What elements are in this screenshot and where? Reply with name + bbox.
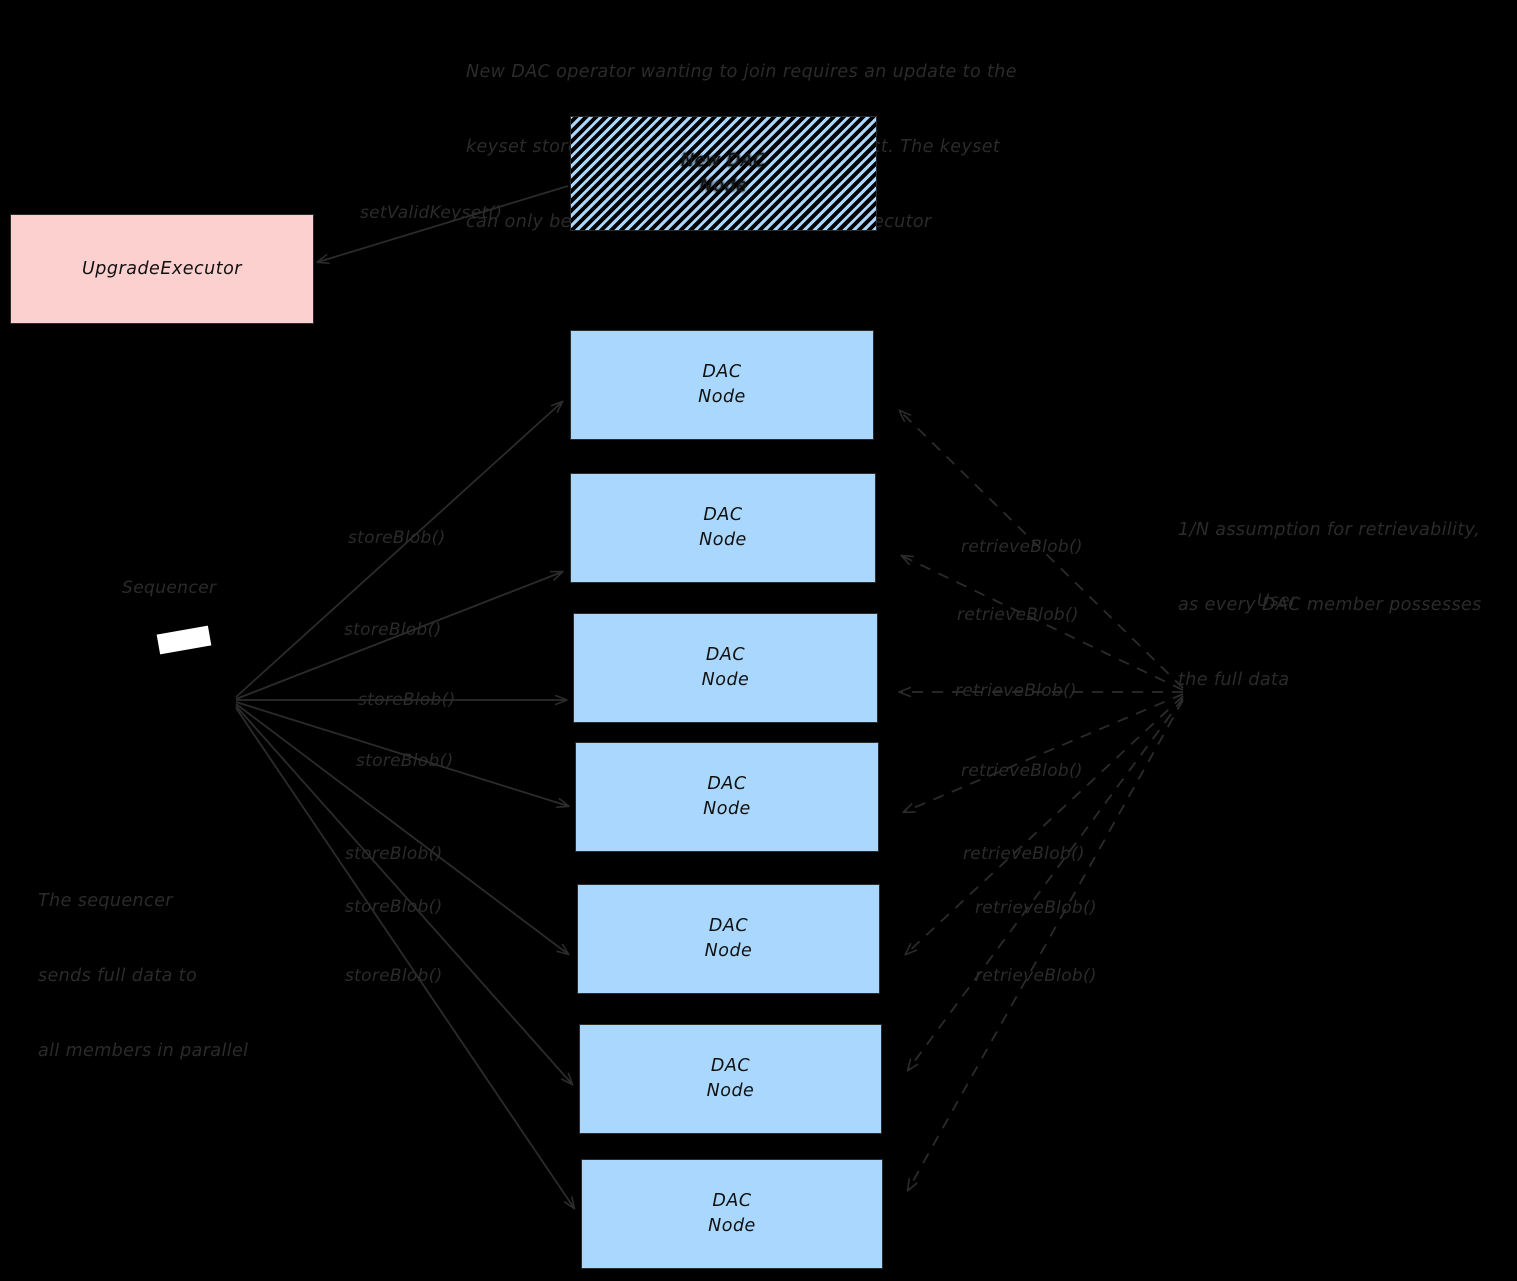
dac-node-4-line1: DAC	[707, 774, 747, 794]
dac-node-box-6[interactable]: DAC Node	[579, 1024, 882, 1134]
new-dac-node-label-line1: New DAC	[681, 150, 766, 171]
edge-label-retrieve-blob-2: retrieveBlob()	[957, 605, 1079, 625]
edge-label-retrieve-blob-6: retrieveBlob()	[975, 898, 1097, 918]
annotation-sequencer-line-2: sends full data to	[38, 966, 198, 986]
edge-label-retrieve-blob-5: retrieveBlob()	[963, 844, 1085, 864]
dac-node-3-line2: Node	[701, 670, 750, 690]
dac-node-7-line2: Node	[708, 1216, 756, 1236]
dac-node-1-line1: DAC	[702, 362, 742, 382]
dac-node-1-line2: Node	[698, 387, 746, 407]
annotation-retrievability-line-3: the full data	[1178, 670, 1290, 690]
edge-label-retrieve-blob-4: retrieveBlob()	[961, 761, 1083, 781]
dac-node-6-line1: DAC	[710, 1056, 751, 1076]
edge-label-store-blob-7: storeBlob()	[345, 966, 443, 986]
dac-node-2-line1: DAC	[703, 505, 743, 525]
annotation-retrievability-line-2: as every DAC member possesses	[1178, 595, 1482, 615]
sequencer-icon	[156, 625, 212, 655]
dac-node-box-3[interactable]: DAC Node	[573, 613, 878, 723]
edge-label-store-blob-4: storeBlob()	[356, 751, 454, 771]
edge-label-store-blob-2: storeBlob()	[344, 620, 442, 640]
dac-node-6-line2: Node	[706, 1081, 755, 1101]
dac-node-box-4[interactable]: DAC Node	[575, 742, 879, 852]
annotation-retrievability-line-1: 1/N assumption for retrievability,	[1178, 520, 1481, 540]
annotation-sequencer-line-3: all members in parallel	[38, 1041, 249, 1061]
edge-group-retrieve-blob	[900, 411, 1184, 1190]
new-dac-node-box[interactable]: New DAC Node	[570, 116, 877, 231]
new-dac-node-label-line2: Node	[699, 175, 748, 196]
dac-node-2-line2: Node	[699, 530, 747, 550]
edge-label-set-valid-keyset: setValidKeyset()	[360, 203, 503, 223]
dac-node-5-line2: Node	[704, 941, 753, 961]
dac-node-box-7[interactable]: DAC Node	[581, 1159, 883, 1269]
dac-node-3-line1: DAC	[705, 645, 746, 665]
sequencer-label: Sequencer	[122, 578, 217, 598]
dac-node-box-1[interactable]: DAC Node	[570, 330, 874, 440]
annotation-sequencer-note: The sequencer sends full data to all mem…	[38, 839, 298, 1114]
dac-node-box-5[interactable]: DAC Node	[577, 884, 880, 994]
annotation-sequencer-line-1: The sequencer	[38, 891, 173, 911]
dac-node-box-2[interactable]: DAC Node	[570, 473, 876, 583]
edge-label-retrieve-blob-1: retrieveBlob()	[961, 537, 1083, 557]
dac-node-5-line1: DAC	[708, 916, 749, 936]
edge-label-store-blob-6: storeBlob()	[345, 897, 443, 917]
annotation-retrievability-note: 1/N assumption for retrievability, as ev…	[1178, 468, 1508, 743]
dac-node-7-line1: DAC	[712, 1191, 752, 1211]
edge-label-retrieve-blob-7: retrieveBlob()	[975, 966, 1097, 986]
dac-node-4-line2: Node	[703, 799, 751, 819]
upgrade-executor-label: UpgradeExecutor	[82, 259, 242, 279]
upgrade-executor-box[interactable]: UpgradeExecutor	[10, 214, 314, 324]
annotation-keyset-line-1: New DAC operator wanting to join require…	[466, 62, 1017, 82]
edge-label-store-blob-5: storeBlob()	[345, 844, 443, 864]
user-label: User	[1257, 591, 1298, 611]
edge-label-retrieve-blob-3: retrieveBlob()	[955, 681, 1077, 701]
edge-label-store-blob-3: storeBlob()	[358, 690, 456, 710]
edge-label-store-blob-1: storeBlob()	[348, 528, 446, 548]
